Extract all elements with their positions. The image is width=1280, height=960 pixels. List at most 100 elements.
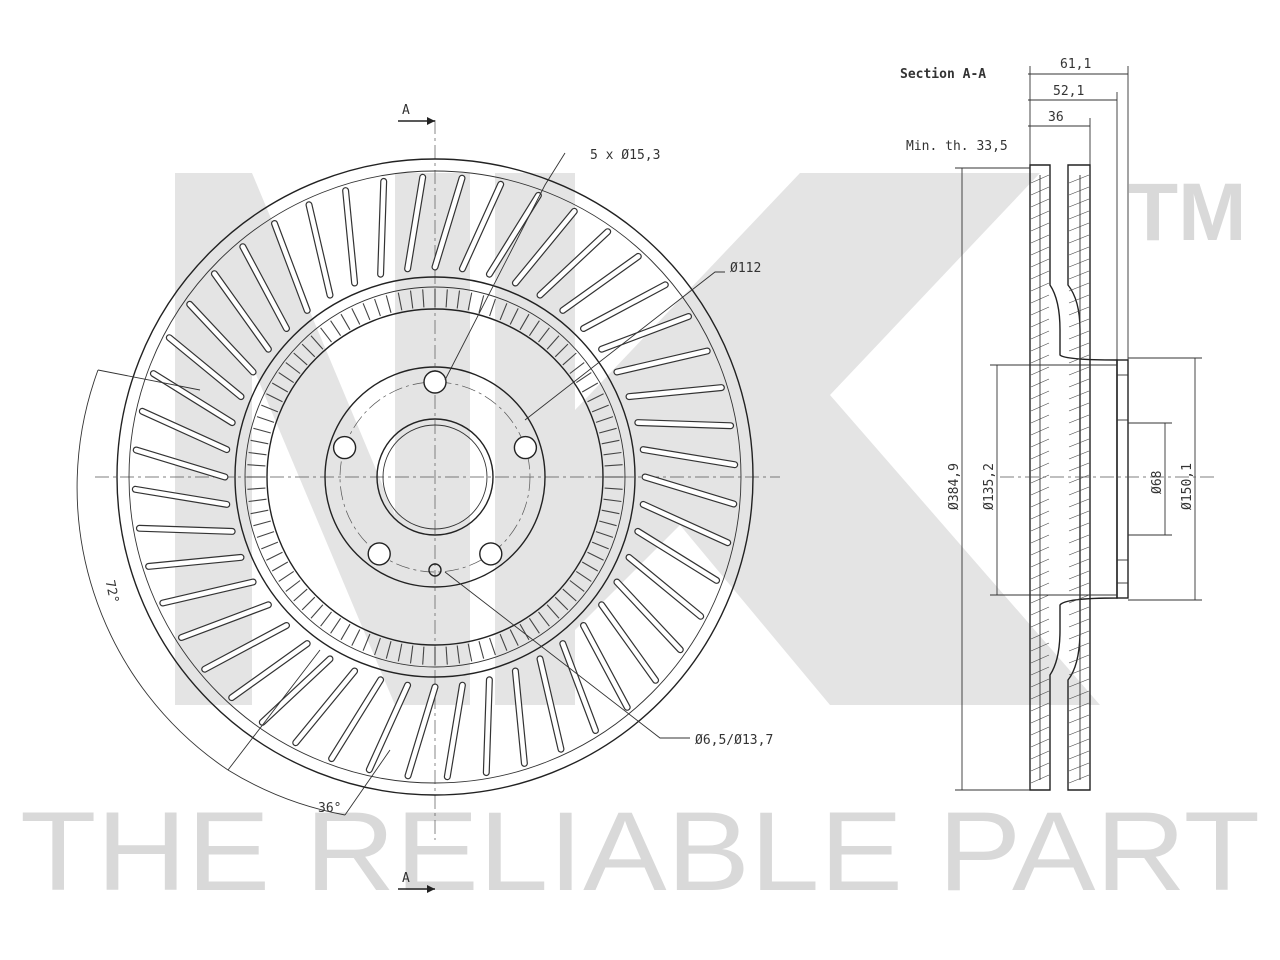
hatch-line (1030, 726, 1050, 736)
pitch-circle-label: Ø112 (730, 261, 761, 276)
hatch-line (1030, 402, 1050, 412)
vane-inner (537, 229, 610, 298)
hatch-line (1068, 618, 1090, 628)
vane-inner (137, 526, 235, 534)
vane-inner (432, 175, 465, 270)
vane-inner (560, 254, 641, 313)
hatch-line (1068, 606, 1090, 616)
ring-tick (285, 362, 301, 374)
ring-tick (278, 372, 295, 384)
vane-inner (179, 602, 271, 640)
hatch-line (1068, 522, 1090, 532)
ring-tick (445, 646, 448, 665)
ring-tick (489, 298, 496, 317)
vane-inner (635, 529, 719, 583)
ring-tick (301, 596, 316, 611)
ring-tick (293, 352, 308, 366)
hatch-line (1030, 498, 1050, 508)
dia-hub-outer-label: Ø150,1 (1180, 463, 1195, 510)
ring-tick (569, 580, 585, 592)
angle-36-label: 36° (318, 801, 341, 816)
hatch-line (1068, 342, 1090, 352)
vane-inner (626, 555, 703, 619)
hatch-line (1068, 774, 1090, 784)
hatch-line (1030, 354, 1050, 364)
hatch-line (1068, 186, 1090, 196)
section-view: Section A-A 61,1 52,1 36 Min. th. 33,5 (900, 57, 1215, 791)
ring-tick (340, 313, 351, 331)
ring-tick (256, 416, 275, 423)
vane-inner (140, 409, 230, 452)
ring-tick (595, 416, 614, 423)
vane-inner (167, 335, 244, 399)
locating-hole (428, 563, 442, 577)
hatch-line (1068, 462, 1090, 472)
hatch-line (1068, 486, 1090, 496)
ring-tick (278, 570, 295, 582)
ring-tick (601, 509, 620, 515)
ring-tick (374, 298, 381, 317)
hatch-line (1030, 630, 1050, 640)
section-title: Section A-A (900, 67, 986, 82)
hatch-line (1068, 738, 1090, 748)
vane-inner (306, 202, 333, 298)
vane-inner (160, 579, 256, 606)
hatch-line (1030, 246, 1050, 256)
hatch-line (1068, 750, 1090, 760)
vane-inner (229, 641, 310, 700)
ring-tick (467, 643, 473, 662)
hatch-line (1068, 390, 1090, 400)
vane-inner (537, 656, 564, 752)
vane-inner (260, 656, 333, 725)
vane-inner (635, 420, 733, 428)
vane-inner (640, 502, 730, 545)
ring-tick (422, 646, 425, 665)
ring-tick (271, 382, 289, 393)
hatch-line (1030, 558, 1050, 568)
hatch-line (1030, 642, 1050, 652)
vane-inner (405, 684, 438, 779)
hatch-line (1068, 234, 1090, 244)
hatch-line (1068, 426, 1090, 436)
vane-inner (133, 447, 228, 480)
ring-tick (266, 551, 283, 561)
hatch-line (1068, 318, 1090, 328)
vane-inner (293, 668, 357, 745)
hatch-line (1068, 174, 1090, 184)
vane-inner (513, 209, 577, 286)
ring-tick (604, 487, 623, 490)
ring-tick (489, 637, 496, 656)
hatch-line (1068, 354, 1090, 364)
ring-tick (248, 451, 267, 456)
hatch-line (1068, 306, 1090, 316)
hatch-line (1030, 462, 1050, 472)
ring-tick (562, 588, 577, 602)
vane-inner (329, 677, 383, 761)
hatch-line (1030, 318, 1050, 328)
vane-inner (378, 179, 386, 277)
ring-tick (467, 292, 473, 311)
hatch-line (1030, 666, 1050, 676)
ring-tick (256, 531, 275, 538)
ring-tick (575, 570, 592, 582)
center-bore (376, 418, 494, 536)
ring-tick (271, 561, 289, 572)
ring-tick (409, 645, 414, 664)
vane-inner (146, 555, 244, 569)
bolt-hole (332, 435, 357, 460)
nk-logo-watermark: TM (175, 167, 1246, 705)
hatch-line (1068, 534, 1090, 544)
vane-inner (405, 175, 425, 272)
ring-tick (397, 643, 403, 662)
vane-inner (581, 282, 668, 331)
hatch-line (1030, 522, 1050, 532)
hatch-line (1030, 234, 1050, 244)
hatch-line (1030, 594, 1050, 604)
ring-tick (509, 308, 519, 325)
vane-inner (513, 668, 527, 766)
pitch-circle (339, 381, 531, 573)
ring-tick (538, 611, 550, 627)
ring-tick (603, 498, 622, 503)
ring-tick (351, 629, 361, 646)
